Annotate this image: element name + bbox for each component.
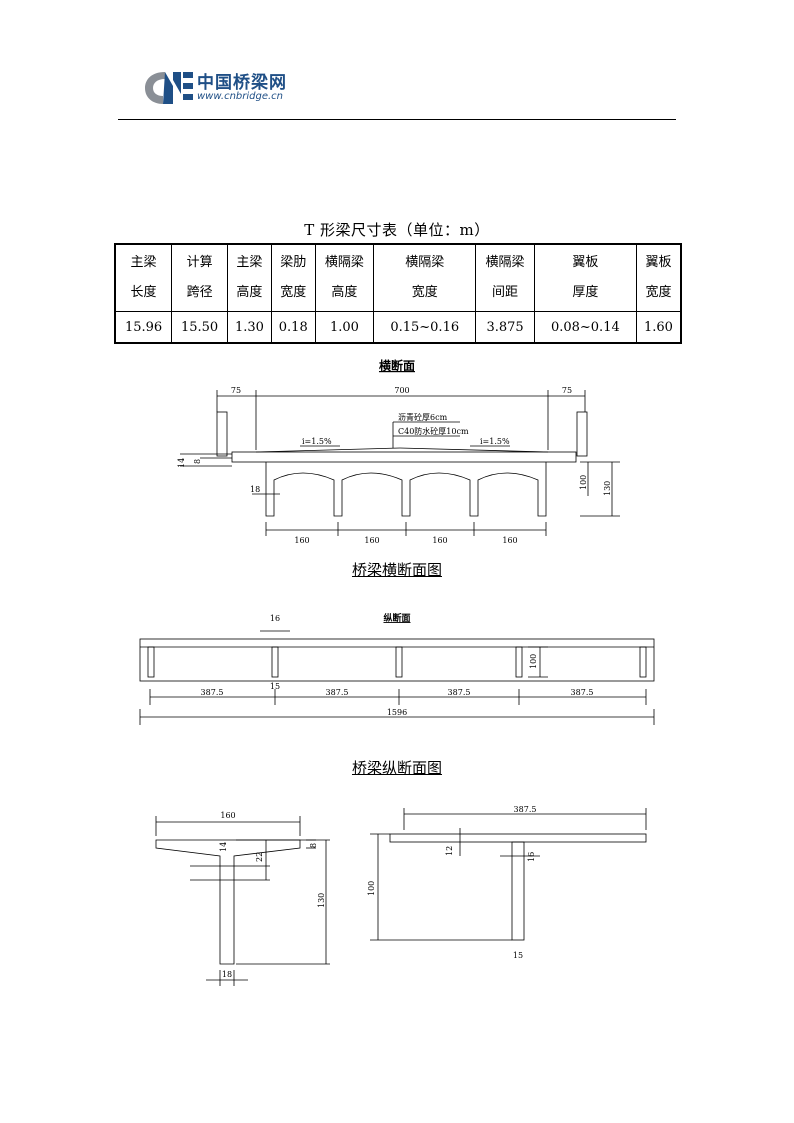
value-cell: 15.50: [171, 311, 229, 344]
t-right-d12: 12: [445, 846, 454, 856]
value-cell: 0.18: [270, 311, 316, 344]
dim-100: 100: [529, 654, 538, 669]
spacing-label: 160: [432, 536, 447, 545]
t-section-drawings: 160 14 8 22 130 18 387.5 12 16 100 15: [155, 805, 647, 986]
table-header-row: 主梁长度 计算跨径 主梁高度 梁肋宽度 横隔梁高度 横隔梁宽度 横隔梁间距 翼板…: [114, 243, 682, 312]
dim-15: 15: [270, 682, 280, 691]
span-label: 387.5: [326, 688, 349, 697]
asphalt-note: 沥青砼厚6cm: [398, 412, 448, 422]
slope-right: i=1.5%: [480, 437, 510, 446]
dim-16: 16: [270, 614, 280, 623]
cross-section-caption: 桥梁横断面图: [351, 561, 442, 579]
dim-right-overhang: 75: [562, 386, 572, 395]
cnbridge-logo: 中国桥梁网 www.cnbridge.cn: [143, 66, 313, 110]
t-left-width: 160: [220, 811, 235, 820]
logo-url[interactable]: www.cnbridge.cn: [197, 91, 284, 102]
logo-chinese-name: 中国桥梁网: [197, 73, 287, 93]
cross-section-drawing: 横断面: [177, 358, 620, 545]
t-right-web: 15: [513, 951, 523, 960]
header-cell: 主梁高度: [227, 243, 272, 312]
header-cell: 计算跨径: [171, 243, 229, 312]
t-left-d22: 22: [255, 852, 264, 862]
total-length: 1596: [387, 708, 407, 717]
value-cell: 1.00: [314, 311, 375, 344]
t-left-d8: 8: [309, 843, 318, 848]
dim-130: 130: [603, 481, 612, 496]
t-left-d14: 14: [219, 842, 228, 852]
t-right-height: 100: [367, 881, 376, 896]
value-cell: 1.30: [227, 311, 272, 344]
header-cell: 横隔梁间距: [475, 243, 535, 312]
cnbridge-logo-icon: [145, 72, 193, 104]
span-label: 387.5: [201, 688, 224, 697]
t-left-web: 18: [222, 970, 232, 979]
header-cell: 横隔梁宽度: [373, 243, 477, 312]
header-cell: 翼板厚度: [533, 243, 637, 312]
dimension-table: 主梁长度 计算跨径 主梁高度 梁肋宽度 横隔梁高度 横隔梁宽度 横隔梁间距 翼板…: [114, 243, 682, 344]
header-cell: 梁肋宽度: [270, 243, 316, 312]
header-divider: [118, 119, 676, 120]
table-title: T 形梁尺寸表（单位：m）: [304, 221, 490, 239]
longitudinal-section-drawing: 纵断面 16 15 100 387.5 387.5 387.5 387.5 15…: [139, 612, 655, 725]
t-left-height: 130: [317, 893, 326, 908]
spacing-label: 160: [364, 536, 379, 545]
cross-section-title: 横断面: [379, 358, 415, 373]
dim-18: 18: [250, 485, 260, 494]
header-cell: 横隔梁高度: [314, 243, 375, 312]
value-cell: 3.875: [475, 311, 535, 344]
table-row: 15.96 15.50 1.30 0.18 1.00 0.15~0.16 3.8…: [114, 311, 682, 344]
value-cell: 0.08~0.14: [533, 311, 637, 344]
header-cell: 主梁长度: [114, 243, 173, 312]
value-cell: 0.15~0.16: [373, 311, 477, 344]
span-label: 387.5: [448, 688, 471, 697]
dim-100: 100: [579, 475, 588, 490]
span-label: 387.5: [571, 688, 594, 697]
dim-8: 8: [193, 459, 202, 464]
slope-left: i=1.5%: [302, 437, 332, 446]
spacing-label: 160: [294, 536, 309, 545]
dim-roadway-width: 700: [394, 386, 409, 395]
spacing-label: 160: [502, 536, 517, 545]
dim-14: 14: [177, 458, 186, 468]
longitudinal-title: 纵断面: [383, 612, 410, 624]
dim-left-overhang: 75: [231, 386, 241, 395]
t-right-d16: 16: [527, 852, 536, 862]
value-cell: 1.60: [635, 311, 682, 344]
t-right-width: 387.5: [514, 805, 537, 814]
waterproof-note: C40防水砼厚10cm: [398, 426, 469, 436]
longitudinal-section-caption: 桥梁纵断面图: [351, 759, 442, 777]
header-cell: 翼板宽度: [635, 243, 682, 312]
value-cell: 15.96: [114, 311, 173, 344]
